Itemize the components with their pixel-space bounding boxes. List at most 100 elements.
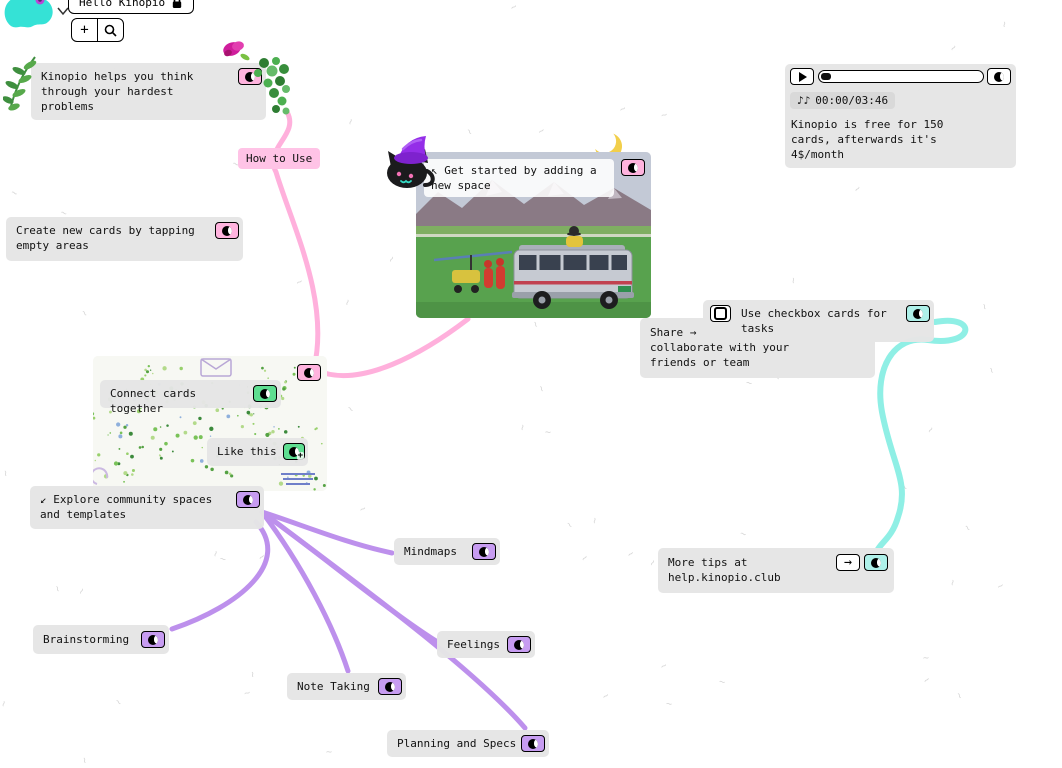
add-card-button[interactable]: + bbox=[71, 18, 98, 42]
crescent-icon bbox=[871, 557, 881, 568]
connector-button[interactable]: + bbox=[283, 443, 305, 461]
card-more-tips[interactable]: More tips at help.kinopio.club → bbox=[658, 548, 894, 593]
playback-time: 00:00/03:46 bbox=[815, 94, 889, 107]
crescent-icon bbox=[514, 639, 524, 650]
crescent-button[interactable] bbox=[906, 305, 930, 322]
card-text: Kinopio is free for 150 cards, afterward… bbox=[791, 118, 944, 161]
texture-squiggle: ~ bbox=[0, 469, 11, 477]
texture-squiggle: ~ bbox=[246, 670, 258, 678]
texture-squiggle: ~ bbox=[528, 320, 541, 330]
texture-squiggle: ~ bbox=[923, 423, 937, 435]
crescent-button[interactable] bbox=[472, 543, 496, 560]
crescent-button[interactable] bbox=[987, 68, 1011, 85]
texture-squiggle: ~ bbox=[946, 41, 959, 54]
playback-time-badge: ♪♪ 00:00/03:46 bbox=[790, 92, 896, 109]
play-button[interactable] bbox=[790, 68, 814, 85]
crescent-button[interactable] bbox=[521, 735, 545, 752]
card-text: Mindmaps bbox=[404, 545, 457, 558]
crescent-button[interactable] bbox=[378, 678, 402, 695]
card-note-overlay: ↖ Get started by adding a new space bbox=[424, 159, 614, 197]
card-text: Like this bbox=[217, 445, 277, 458]
texture-squiggle: ~ bbox=[8, 187, 20, 200]
crescent-button[interactable] bbox=[621, 159, 645, 176]
plus-icon: + bbox=[296, 451, 304, 461]
card-mindmaps[interactable]: Mindmaps bbox=[394, 538, 500, 565]
card-intro[interactable]: Kinopio helps you think through your har… bbox=[31, 63, 266, 120]
card-like-this[interactable]: Like this + bbox=[207, 438, 308, 466]
crescent-button[interactable] bbox=[507, 636, 531, 653]
card-explore[interactable]: ↙ Explore community spaces and templates bbox=[30, 486, 264, 529]
connection-line-pink-howto[interactable] bbox=[270, 109, 321, 371]
open-link-button[interactable]: → bbox=[836, 554, 860, 571]
texture-squiggle: ~ bbox=[587, 516, 600, 525]
texture-squiggle: ~ bbox=[564, 518, 577, 531]
search-icon bbox=[104, 24, 117, 37]
texture-squiggle: ~ bbox=[659, 108, 669, 121]
connection-line-cyan-tips[interactable] bbox=[874, 317, 969, 554]
card-text: Feelings bbox=[447, 638, 500, 651]
crescent-button[interactable] bbox=[215, 222, 239, 239]
card-planning[interactable]: Planning and Specs bbox=[387, 730, 549, 757]
texture-squiggle: ~ bbox=[112, 696, 125, 709]
crescent-button[interactable] bbox=[236, 491, 260, 508]
checkbox-button[interactable] bbox=[710, 305, 731, 322]
chevron-down-icon[interactable] bbox=[57, 1, 69, 20]
card-create-cards[interactable]: Create new cards by tapping empty areas bbox=[6, 217, 243, 261]
texture-squiggle: ~ bbox=[51, 584, 64, 594]
texture-squiggle: ~ bbox=[579, 552, 592, 565]
texture-squiggle: ~ bbox=[664, 698, 673, 711]
card-text: Create new cards by tapping empty areas bbox=[16, 224, 195, 252]
arrow-right-icon: → bbox=[843, 555, 853, 570]
texture-squiggle: ~ bbox=[658, 660, 670, 673]
texture-squiggle: ~ bbox=[508, 1, 520, 15]
crescent-icon bbox=[243, 494, 253, 505]
card-note-taking[interactable]: Note Taking bbox=[287, 673, 406, 700]
card-text: ↙ Explore community spaces and templates bbox=[40, 493, 213, 521]
app-logo[interactable] bbox=[0, 0, 58, 31]
texture-squiggle: ~ bbox=[344, 402, 357, 415]
crescent-button[interactable] bbox=[253, 385, 277, 402]
card-text: Brainstorming bbox=[43, 633, 130, 646]
card-feelings[interactable]: Feelings bbox=[437, 631, 535, 658]
crescent-button[interactable] bbox=[141, 631, 165, 648]
crescent-button[interactable] bbox=[297, 364, 321, 381]
card-audio-player[interactable]: ♪♪ 00:00/03:46 Kinopio is free for 150 c… bbox=[785, 64, 1016, 168]
texture-squiggle: ~ bbox=[922, 652, 930, 665]
crescent-icon bbox=[245, 71, 255, 82]
search-button[interactable] bbox=[96, 18, 124, 42]
card-connect[interactable]: Connect cards together bbox=[100, 380, 281, 415]
crescent-icon bbox=[260, 388, 270, 399]
connection-line-purple-mindmaps[interactable] bbox=[259, 509, 395, 556]
connection-line-purple-notetaking[interactable] bbox=[259, 509, 351, 674]
crescent-button[interactable] bbox=[864, 554, 888, 571]
crescent-icon bbox=[385, 681, 395, 692]
texture-squiggle: ~ bbox=[738, 528, 748, 541]
card-get-started[interactable]: ↖ Get started by adding a new space bbox=[416, 152, 651, 318]
lock-icon bbox=[172, 0, 182, 8]
texture-squiggle: ~ bbox=[788, 277, 800, 284]
connection-line-purple-brainstorming[interactable] bbox=[169, 519, 271, 632]
texture-squiggle: ~ bbox=[344, 116, 357, 126]
playback-slider[interactable] bbox=[818, 70, 984, 83]
card-map-image[interactable] bbox=[93, 356, 327, 491]
texture-squiggle: ~ bbox=[536, 383, 549, 394]
crescent-icon bbox=[222, 225, 232, 236]
connection-line-purple-planning[interactable] bbox=[259, 509, 528, 731]
card-checkbox-tasks[interactable]: Use checkbox cards for tasks bbox=[703, 300, 934, 342]
texture-squiggle: ~ bbox=[646, 557, 659, 568]
texture-squiggle: ~ bbox=[385, 254, 399, 266]
card-how-to-use[interactable]: How to Use bbox=[238, 148, 321, 169]
crescent-icon bbox=[528, 738, 538, 749]
card-text: Note Taking bbox=[297, 680, 370, 693]
crescent-button[interactable] bbox=[238, 68, 262, 85]
card-brainstorming[interactable]: Brainstorming bbox=[33, 625, 169, 654]
texture-squiggle: ~ bbox=[77, 308, 91, 320]
texture-squiggle: ~ bbox=[325, 746, 332, 759]
space-name-button[interactable]: Hello Kinopio bbox=[68, 0, 195, 14]
slider-thumb[interactable] bbox=[821, 73, 831, 80]
crescent-icon bbox=[479, 546, 489, 557]
texture-squiggle: ~ bbox=[535, 124, 547, 138]
connection-line-pink-map-van[interactable] bbox=[313, 316, 471, 378]
texture-squiggle: ~ bbox=[850, 182, 863, 195]
